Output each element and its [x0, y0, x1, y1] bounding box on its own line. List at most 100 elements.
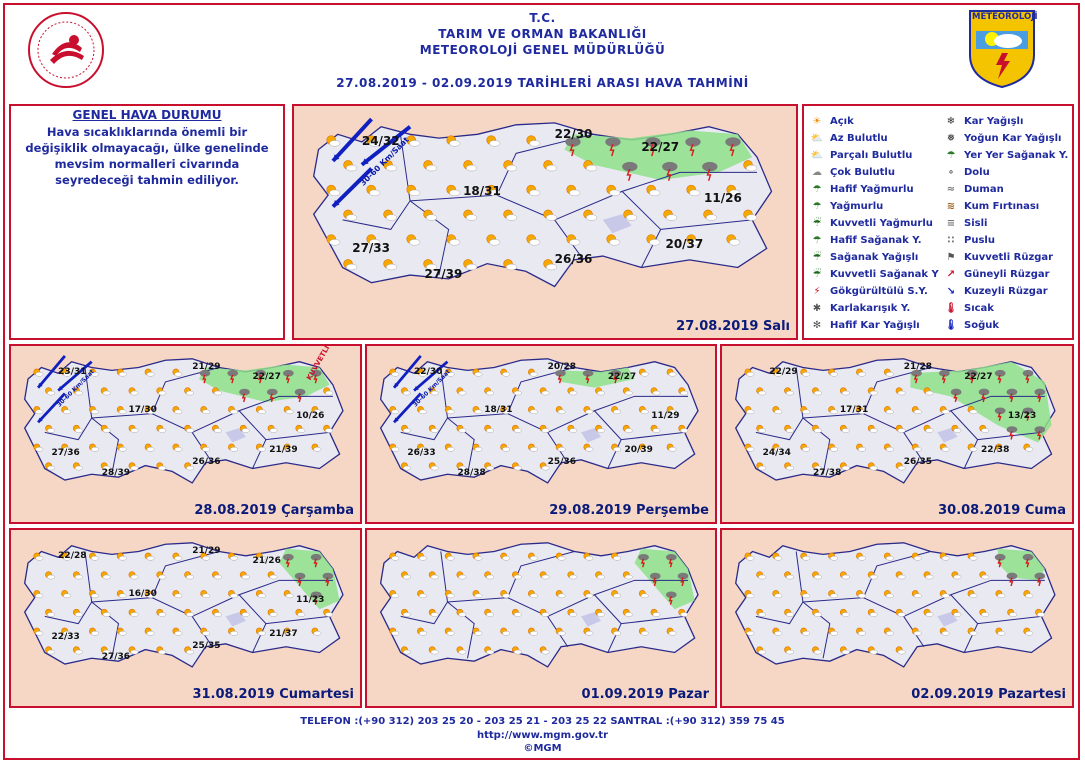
legend-item: 🌡Sıcak: [944, 300, 1068, 317]
partly-cloudy-icon: [839, 608, 850, 617]
city-temperature: 24/32: [361, 134, 400, 149]
partly-cloudy-icon: [812, 424, 822, 433]
partly-cloudy-icon: [128, 608, 139, 617]
partly-cloudy-icon: [89, 590, 99, 599]
city-temperature: 26/36: [554, 252, 593, 267]
partly-cloudy-icon: [939, 590, 950, 599]
turkey-map: [379, 355, 699, 484]
partly-cloudy-icon: [156, 608, 167, 617]
partly-cloudy-icon: [156, 646, 167, 655]
partly-cloudy-icon: [239, 424, 250, 433]
city-temperature: 10/26: [296, 410, 325, 421]
thunderstorm-icon: [622, 161, 638, 182]
partly-cloudy-icon: [45, 387, 56, 396]
partly-cloudy-icon: [389, 590, 400, 599]
partly-cloudy-icon: [366, 184, 381, 197]
scattered-shower-icon: ☂: [946, 149, 956, 161]
north-wind-arrow: [331, 117, 373, 163]
footer-url[interactable]: http://www.mgm.gov.tr: [476, 730, 609, 741]
city-temperature: 22/38: [981, 445, 1010, 456]
partly-cloudy-icon: [144, 590, 155, 599]
partly-cloudy-icon: [200, 552, 211, 561]
legend-item: ≈Duman: [944, 181, 1068, 198]
partly-cloudy-icon: [867, 424, 878, 433]
partly-cloudy-icon: [72, 387, 83, 396]
region-border: [44, 417, 93, 441]
wind-arrow-head: [58, 385, 63, 391]
partly-cloudy-icon: [744, 368, 755, 377]
partly-cloudy-icon: [539, 424, 550, 433]
city-temperature: 22/30: [414, 367, 443, 378]
partly-cloudy-icon: [539, 646, 550, 655]
partly-cloudy-icon: [45, 424, 56, 433]
partly-cloudy-icon: [172, 590, 183, 599]
partly-cloudy-icon: [856, 627, 866, 636]
partly-cloudy-icon: [638, 368, 649, 377]
thunderstorm-icon: [1022, 407, 1034, 421]
lake: [937, 612, 958, 627]
partly-cloudy-icon: [511, 646, 522, 655]
partly-cloudy-icon: [539, 571, 550, 580]
partly-cloudy-icon: [726, 234, 741, 246]
legend-item: ≡Sisli: [944, 215, 1068, 232]
partly-cloudy-icon: [528, 627, 538, 636]
partly-cloudy-icon: [72, 571, 83, 580]
partly-cloudy-icon: [472, 406, 483, 415]
partly-cloudy-icon: [784, 387, 795, 396]
city-temperature: 27/33: [352, 240, 390, 255]
sun-cloud-icon: ⛅: [810, 149, 824, 161]
weather-legend: ☀Açık⛅Az Bulutlu⛅Parçalı Bulutlu☁Çok Bul…: [802, 104, 1074, 340]
legend-item: ☀Açık: [810, 113, 939, 130]
legend-label: Duman: [964, 184, 1004, 195]
thunderstorm-zone: [634, 548, 695, 610]
legend-item: ↘Kuzeyli Rüzgar: [944, 283, 1068, 300]
thunderstorm-zone: [279, 548, 340, 610]
thunderstorm-icon: [555, 369, 566, 384]
legend-item: ☂Hafif Sağanak Y.: [810, 232, 939, 249]
partly-cloudy-icon: [401, 571, 411, 580]
partly-cloudy-icon: [526, 135, 541, 147]
partly-cloudy-icon: [72, 608, 83, 617]
partly-cloudy-icon: [867, 387, 878, 396]
partly-cloudy-icon: [283, 627, 294, 636]
city-temperature: 18/31: [484, 404, 513, 415]
summary-title: GENEL HAVA DURUMU: [72, 108, 222, 122]
partly-cloudy-icon: [456, 571, 467, 580]
partly-cloudy-icon: [555, 552, 566, 561]
city-temperature: 11/23: [296, 594, 325, 605]
partly-cloudy-icon: [472, 627, 483, 636]
partly-cloudy-icon: [239, 608, 250, 617]
partly-cloudy-icon: [212, 608, 222, 617]
partly-cloudy-icon: [116, 406, 127, 415]
partly-cloudy-icon: [423, 259, 438, 271]
thunderstorm-icon: [685, 137, 701, 157]
legend-label: Kuvvetli Rüzgar: [964, 252, 1054, 263]
partly-cloudy-icon: [967, 406, 978, 415]
partly-cloudy-icon: [255, 552, 266, 561]
thunderstorm-icon: ⚡: [813, 285, 821, 297]
partly-cloudy-icon: [116, 443, 127, 452]
partly-cloudy-icon: [406, 184, 421, 197]
partly-cloudy-icon: [812, 608, 822, 617]
partly-cloudy-icon: [828, 368, 839, 377]
forecast-date-label: 27.08.2019 Salı: [676, 319, 790, 334]
partly-cloudy-icon: [184, 424, 195, 433]
partly-cloudy-icon: [606, 234, 621, 246]
partly-cloudy-icon: [800, 443, 811, 452]
region-border: [547, 579, 688, 617]
legend-item: ⚡Gökgürültülü S.Y.: [810, 283, 939, 300]
city-temperature: 22/28: [58, 551, 87, 562]
city-temperature: 21/39: [269, 445, 298, 456]
partly-cloudy-icon: [686, 184, 701, 197]
legend-item: ✻Hafif Kar Yağışlı: [810, 317, 939, 334]
region-border: [400, 601, 448, 625]
partly-cloudy-icon: [743, 209, 758, 221]
turkey-map: [379, 542, 699, 668]
partly-cloudy-icon: [611, 443, 622, 452]
meteoroloji-logo: METEOROLOJİ: [968, 9, 1038, 89]
partly-cloudy-icon: [839, 571, 850, 580]
city-temperature: 22/27: [252, 371, 281, 382]
turkey-map: [23, 542, 344, 668]
partly-cloudy-icon: [503, 259, 518, 271]
